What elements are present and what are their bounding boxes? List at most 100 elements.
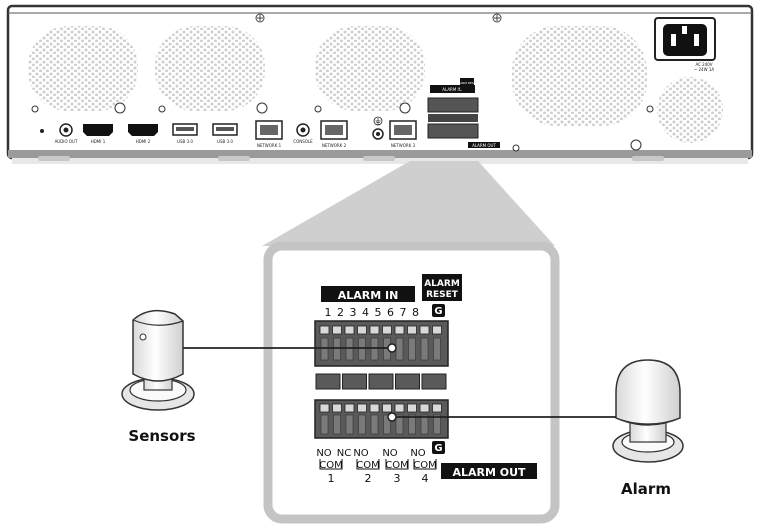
terminal-wire-slot[interactable]	[320, 337, 329, 361]
nvr-rear-panel: AC 240V ~ 24W 1A AUDIO OUT HDMI 1 HDMI 2…	[6, 4, 754, 164]
terminal-wire-slot[interactable]	[383, 414, 391, 435]
alarm-out-label: ALARM OUT	[452, 466, 526, 479]
zoom-wedge	[262, 161, 555, 246]
sensor-device-icon	[121, 309, 195, 411]
middle-separator	[315, 373, 447, 390]
ground-terminal[interactable]	[372, 128, 384, 140]
terminal-wire-slot[interactable]	[395, 337, 404, 361]
alarm-wire-endpoint	[387, 412, 397, 422]
terminal-wire-slot[interactable]	[333, 337, 341, 361]
terminal-wire-slot[interactable]	[408, 414, 416, 435]
alarm-reset-small-label: ALARM RESET	[456, 81, 477, 85]
usb-port-1[interactable]	[172, 123, 198, 136]
terminal-screw-slot[interactable]	[382, 403, 392, 413]
terminal-screw-slot[interactable]	[357, 403, 367, 413]
separator-block	[395, 373, 420, 390]
terminal-screw-slot[interactable]	[344, 325, 355, 335]
terminal-wire-slot[interactable]	[370, 414, 379, 435]
alarm-reset-label-line2: RESET	[426, 290, 459, 300]
no-label: NO	[353, 448, 368, 459]
terminal-wire-slot[interactable]	[320, 414, 329, 435]
terminal-screw-slot[interactable]	[432, 325, 442, 335]
no-label: NO	[410, 448, 425, 459]
input-number-7: 7	[400, 306, 407, 319]
input-number-3: 3	[350, 306, 357, 319]
terminal-wire-slot[interactable]	[420, 337, 429, 361]
terminal-screw-slot[interactable]	[357, 325, 367, 335]
network-port-2[interactable]	[320, 120, 348, 140]
separator-block	[315, 373, 341, 390]
vent-grille	[155, 26, 265, 111]
terminal-wire-slot[interactable]	[395, 414, 404, 435]
terminal-wire-slot[interactable]	[370, 337, 379, 361]
alarm-in-label-bg	[321, 286, 415, 302]
hdmi-port-1[interactable]	[83, 124, 113, 136]
com-label: COM	[356, 460, 379, 471]
no-label: NO	[382, 448, 397, 459]
terminal-screw-slot[interactable]	[394, 325, 405, 335]
separator-block	[368, 373, 394, 390]
power-rating-label: ~ 24W 1A	[694, 67, 714, 72]
terminal-screw-slot[interactable]	[332, 325, 342, 335]
terminal-screw-slot[interactable]	[394, 403, 405, 413]
usb1-label: USB 3.0	[177, 139, 193, 144]
terminal-screw-slot[interactable]	[369, 403, 380, 413]
terminal-wire-slot[interactable]	[333, 414, 341, 435]
terminal-screw-slot[interactable]	[407, 325, 417, 335]
usb2-label: USB 3.0	[217, 139, 233, 144]
network2-label: NETWORK 2	[322, 143, 347, 148]
ground-badge-top	[432, 304, 445, 317]
terminal-screw-slot[interactable]	[419, 325, 430, 335]
group-bracket	[413, 459, 437, 470]
terminal-wire-slot[interactable]	[345, 414, 354, 435]
power-inlet[interactable]	[654, 17, 716, 61]
input-number-4: 4	[362, 306, 369, 319]
sensor-wire-endpoint	[387, 343, 397, 353]
ground-badge-bottom	[432, 441, 445, 454]
output-number-label: 1	[328, 472, 335, 485]
terminal-wire-slot[interactable]	[433, 337, 441, 361]
alarm-in-small-label: ALARM IN	[442, 87, 461, 92]
foot	[363, 156, 395, 161]
group-bracket	[385, 459, 409, 470]
terminal-wire-slot[interactable]	[420, 414, 429, 435]
com-label: COM	[319, 460, 342, 471]
vent-grille	[512, 26, 647, 126]
hdmi-port-2[interactable]	[128, 124, 158, 136]
separator-block	[342, 373, 367, 390]
terminal-wire-slot[interactable]	[433, 414, 441, 435]
terminal-screw-slot[interactable]	[382, 325, 392, 335]
input-number-1: 1	[325, 306, 332, 319]
terminal-wire-slot[interactable]	[358, 337, 366, 361]
screw-icon	[492, 13, 502, 23]
input-number-2: 2	[337, 306, 344, 319]
terminal-screw-slot[interactable]	[319, 325, 330, 335]
audio-out-port[interactable]	[59, 123, 73, 137]
terminal-wire-slot[interactable]	[345, 337, 354, 361]
alarm-in-terminal-block[interactable]	[314, 320, 449, 367]
console-port[interactable]	[296, 123, 310, 137]
terminal-screw-slot[interactable]	[432, 403, 442, 413]
terminal-screw-slot[interactable]	[344, 403, 355, 413]
alarm-out-terminal-block[interactable]	[314, 399, 449, 439]
terminal-wire-slot[interactable]	[408, 337, 416, 361]
network1-label: NETWORK 1	[257, 143, 282, 148]
terminal-screw-slot[interactable]	[332, 403, 342, 413]
terminal-screw-slot[interactable]	[407, 403, 417, 413]
terminal-screw-slot[interactable]	[319, 403, 330, 413]
terminal-wire-slot[interactable]	[358, 414, 366, 435]
network-port-3[interactable]	[389, 120, 417, 140]
terminal-screw-slot[interactable]	[369, 325, 380, 335]
usb-port-2[interactable]	[212, 123, 238, 136]
network-port-1[interactable]	[255, 120, 283, 140]
no-label: NO	[316, 448, 331, 459]
ground-label-top: G	[434, 306, 442, 317]
vent-grille	[657, 77, 723, 143]
terminal-screw-slot[interactable]	[419, 403, 430, 413]
